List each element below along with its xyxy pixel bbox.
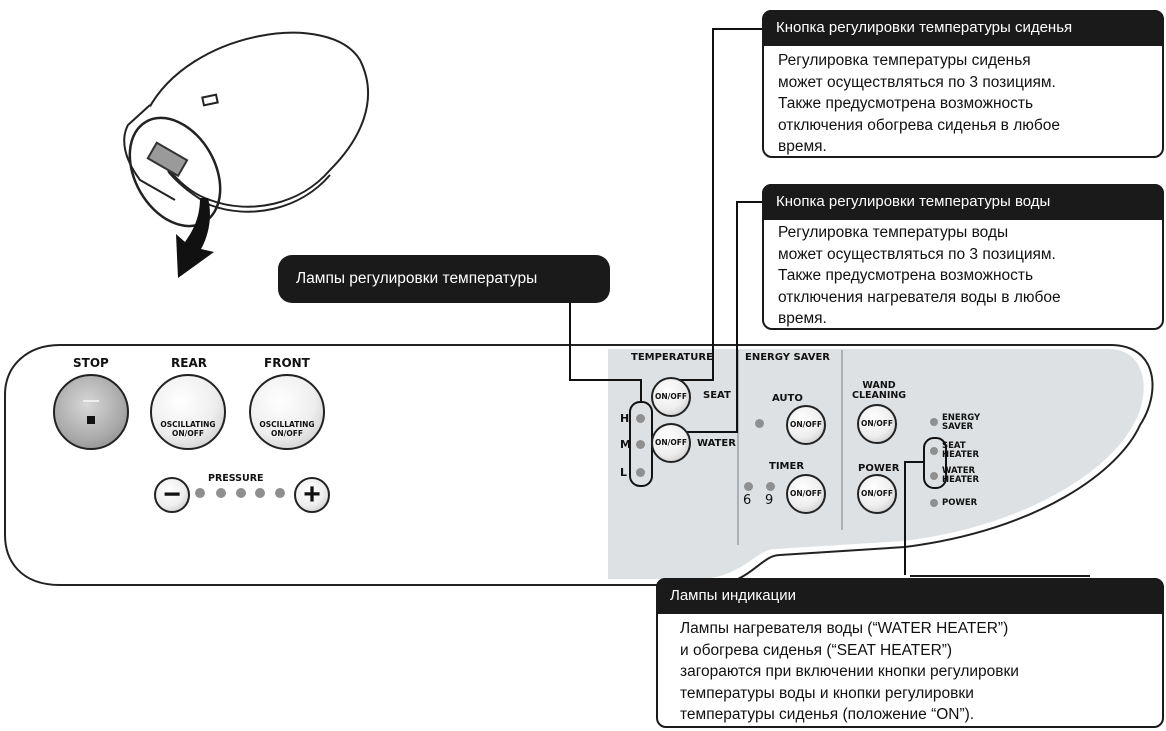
medium-label: M xyxy=(620,438,631,451)
indicator-lamps-callout-title: Лампы индикации xyxy=(656,578,1164,614)
pressure-level-lamp-4 xyxy=(255,488,265,498)
seat-temperature-callout-title: Кнопка регулировки температуры сиденья xyxy=(762,10,1164,46)
timer-button[interactable]: ON/OFF xyxy=(786,474,826,514)
plus-icon: + xyxy=(303,478,321,511)
seat-heater-indicator-label: SEAT HEATER xyxy=(942,441,979,460)
seat-onoff-label: ON/OFF xyxy=(654,391,687,401)
pressure-level-lamp-5 xyxy=(275,488,285,498)
high-label: H xyxy=(620,412,630,425)
wand-cleaning-label: WAND CLEANING xyxy=(852,380,907,401)
toilet-seat-illustration xyxy=(123,31,369,228)
front-oscillating-label: OSCILLATING xyxy=(259,420,315,429)
seat-temperature-callout-text: Регулировка температуры сиденья может ос… xyxy=(778,52,1061,155)
pressure-plus-button[interactable]: + xyxy=(294,477,330,513)
water-onoff-label: ON/OFF xyxy=(654,437,687,447)
stop-square-icon xyxy=(87,416,95,424)
timer-onoff-label: ON/OFF xyxy=(789,488,822,498)
water-temperature-callout-title: Кнопка регулировки температуры воды xyxy=(762,184,1164,220)
water-temperature-button[interactable]: ON/OFF xyxy=(651,423,691,463)
seat-temperature-button[interactable]: ON/OFF xyxy=(651,377,691,417)
leader-lines xyxy=(569,28,1090,577)
stop-label: STOP xyxy=(73,356,109,370)
timer-label: TIMER xyxy=(769,461,805,472)
wand-onoff-label: ON/OFF xyxy=(860,418,893,428)
indicator-lamps-callout-text: Лампы нагревателя воды (“WATER HEATER”) … xyxy=(680,620,1019,723)
rear-wash-button[interactable]: OSCILLATING ON/OFF xyxy=(150,374,226,450)
timer-6-lamp xyxy=(744,482,753,491)
temperature-lamp-low xyxy=(636,468,645,477)
seat-temperature-callout: Кнопка регулировки температуры сиденья Р… xyxy=(762,10,1164,158)
water-heater-indicator-lamp xyxy=(930,472,938,480)
energy-saver-indicator-label: ENERGY SAVER xyxy=(942,413,981,432)
pressure-level-lamp-2 xyxy=(216,488,226,498)
power-indicator-lamp xyxy=(930,499,938,507)
pressure-minus-button[interactable]: − xyxy=(154,477,190,513)
rear-label: REAR xyxy=(171,356,207,370)
temperature-heading: TEMPERATURE xyxy=(631,352,713,363)
pressure-label: PRESSURE xyxy=(208,473,264,484)
power-onoff-label: ON/OFF xyxy=(860,488,893,498)
pressure-level-lamp-3 xyxy=(236,488,246,498)
water-heater-indicator-label: WATER HEATER xyxy=(942,466,979,485)
heater-indicator-bracket xyxy=(923,437,947,489)
panel-gray-section xyxy=(608,349,1144,579)
auto-onoff-label: ON/OFF xyxy=(789,419,822,429)
auto-lamp xyxy=(755,419,764,428)
water-temperature-callout: Кнопка регулировки температуры воды Регу… xyxy=(762,184,1164,330)
front-label: FRONT xyxy=(264,356,310,370)
low-label: L xyxy=(620,466,628,479)
wand-cleaning-button[interactable]: ON/OFF xyxy=(857,404,897,444)
timer-9-lamp xyxy=(766,482,775,491)
energy-saver-heading: ENERGY SAVER xyxy=(745,352,830,363)
timer-9-label: 9 xyxy=(765,493,774,508)
temperature-lamp-high xyxy=(636,414,645,423)
power-label: POWER xyxy=(858,463,900,474)
front-wash-button[interactable]: OSCILLATING ON/OFF xyxy=(249,374,325,450)
rear-oscillating-label: OSCILLATING xyxy=(160,420,216,429)
timer-6-label: 6 xyxy=(743,493,752,508)
pressure-level-lamp-1 xyxy=(195,488,205,498)
minus-icon: − xyxy=(163,478,181,511)
front-onoff-label: ON/OFF xyxy=(270,428,303,438)
power-button[interactable]: ON/OFF xyxy=(857,474,897,514)
auto-label: AUTO xyxy=(772,393,803,404)
water-label: WATER xyxy=(697,438,736,449)
arrow-down-icon xyxy=(176,198,214,278)
water-temperature-callout-text: Регулировка температуры воды может осуще… xyxy=(778,224,1061,327)
seat-label: SEAT xyxy=(703,390,731,401)
temperature-lamps-label: Лампы регулировки температуры xyxy=(278,255,610,303)
temperature-lamp-medium xyxy=(636,440,645,449)
auto-button[interactable]: ON/OFF xyxy=(786,405,826,445)
energy-saver-indicator-lamp xyxy=(930,418,938,426)
rear-onoff-label: ON/OFF xyxy=(171,428,204,438)
indicator-lamps-callout: Лампы индикации Лампы нагревателя воды (… xyxy=(656,578,1164,728)
seat-heater-indicator-lamp xyxy=(930,447,938,455)
stop-button[interactable] xyxy=(53,374,129,450)
stop-indicator-bar xyxy=(83,400,99,402)
power-indicator-label: POWER xyxy=(942,498,978,508)
